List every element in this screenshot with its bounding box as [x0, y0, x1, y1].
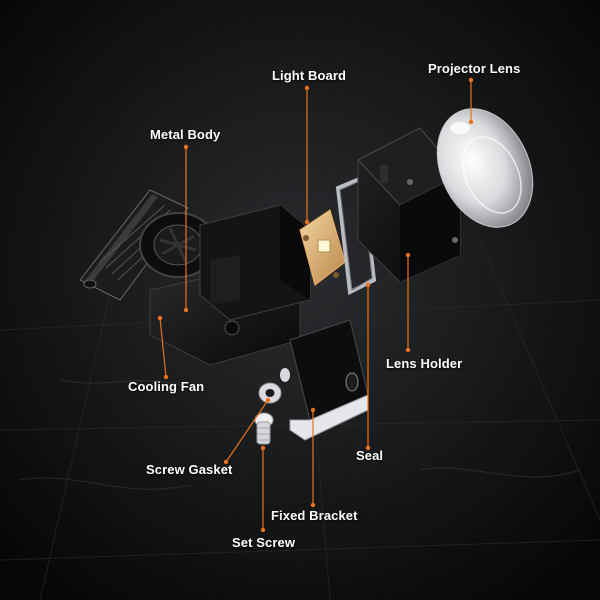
- screw-gasket-part: [258, 382, 282, 404]
- projector-lens-part: [436, 108, 534, 228]
- cooling-fan-part: [139, 212, 217, 278]
- light-board-part: [299, 209, 346, 286]
- label-metal-body: Metal Body: [150, 127, 221, 142]
- label-seal: Seal: [356, 448, 384, 463]
- floor-marble-streaks: [19, 379, 581, 490]
- lens-holder-part: [357, 127, 461, 283]
- label-fixed-bracket: Fixed Bracket: [271, 508, 358, 523]
- set-screw-part: [254, 412, 274, 445]
- label-cooling-fan: Cooling Fan: [128, 379, 205, 394]
- label-set-screw: Set Screw: [232, 535, 296, 550]
- label-screw-gasket: Screw Gasket: [146, 462, 233, 477]
- leader-lines: [159, 80, 472, 530]
- leader-dots: [157, 77, 474, 533]
- label-projector-lens: Projector Lens: [428, 61, 521, 76]
- fixed-bracket-part: [280, 319, 369, 441]
- seal-part: [335, 175, 377, 296]
- label-light-board: Light Board: [272, 68, 347, 83]
- label-lens-holder: Lens Holder: [386, 356, 463, 371]
